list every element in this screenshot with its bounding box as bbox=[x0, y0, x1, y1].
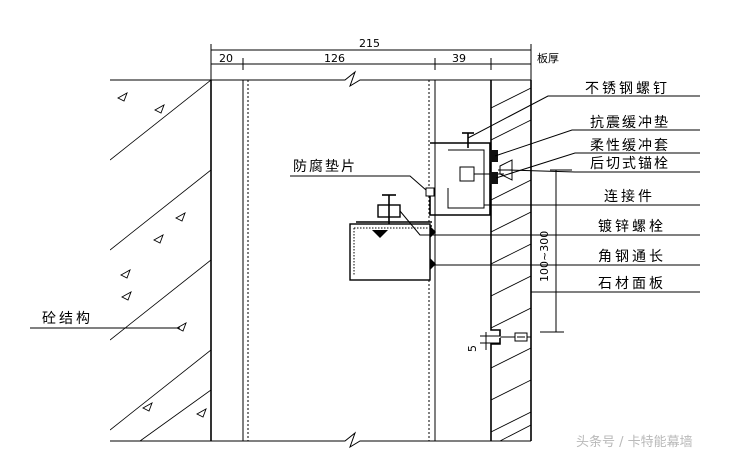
anticorrosion-pad bbox=[425, 187, 435, 197]
label-angle-steel: 角钢通长 bbox=[598, 249, 666, 265]
label-undercut-anchor: 后切式锚栓 bbox=[590, 156, 670, 172]
dim-seg1: 20 bbox=[219, 52, 233, 65]
flexible-sleeve bbox=[490, 172, 498, 184]
leader-lines bbox=[30, 95, 700, 329]
watermark: 头条号 / 卡特能幕墙 bbox=[576, 434, 693, 450]
label-stainless-screw: 不锈钢螺钉 bbox=[585, 81, 670, 97]
label-seismic-pad: 抗震缓冲垫 bbox=[590, 115, 670, 131]
dim-seg3: 39 bbox=[452, 52, 466, 65]
labels: 不锈钢螺钉 抗震缓冲垫 柔性缓冲套 后切式锚栓 连接件 镀锌螺栓 角钢通长 石材… bbox=[42, 81, 670, 327]
break-line-top bbox=[110, 70, 531, 88]
dim-panel-thickness: 板厚 bbox=[537, 51, 559, 65]
dim-seg2: 126 bbox=[324, 52, 345, 65]
joint-dimension: 5 bbox=[466, 332, 500, 352]
label-concrete-structure: 砼结构 bbox=[42, 311, 93, 327]
label-connector: 连接件 bbox=[604, 188, 655, 205]
label-anticorrosion-pad: 防腐垫片 bbox=[293, 158, 357, 175]
fixing-assembly bbox=[349, 132, 513, 281]
concrete-structure bbox=[110, 80, 212, 442]
vertical-dimension: 100~300 bbox=[538, 169, 572, 333]
dimension-chain: 215 20 126 39 板厚 bbox=[210, 37, 559, 80]
label-stone-panel: 石材面板 bbox=[598, 276, 666, 292]
dim-joint: 5 bbox=[466, 345, 479, 352]
stone-panel bbox=[490, 80, 532, 442]
break-line-bottom bbox=[110, 431, 531, 449]
label-flexible-sleeve: 柔性缓冲套 bbox=[590, 138, 670, 154]
seismic-pad bbox=[490, 150, 498, 162]
dim-total: 215 bbox=[359, 37, 380, 50]
angle-steel bbox=[349, 223, 431, 281]
label-galvanized-bolt: 镀锌螺栓 bbox=[598, 218, 666, 235]
dim-vertical: 100~300 bbox=[538, 231, 551, 282]
